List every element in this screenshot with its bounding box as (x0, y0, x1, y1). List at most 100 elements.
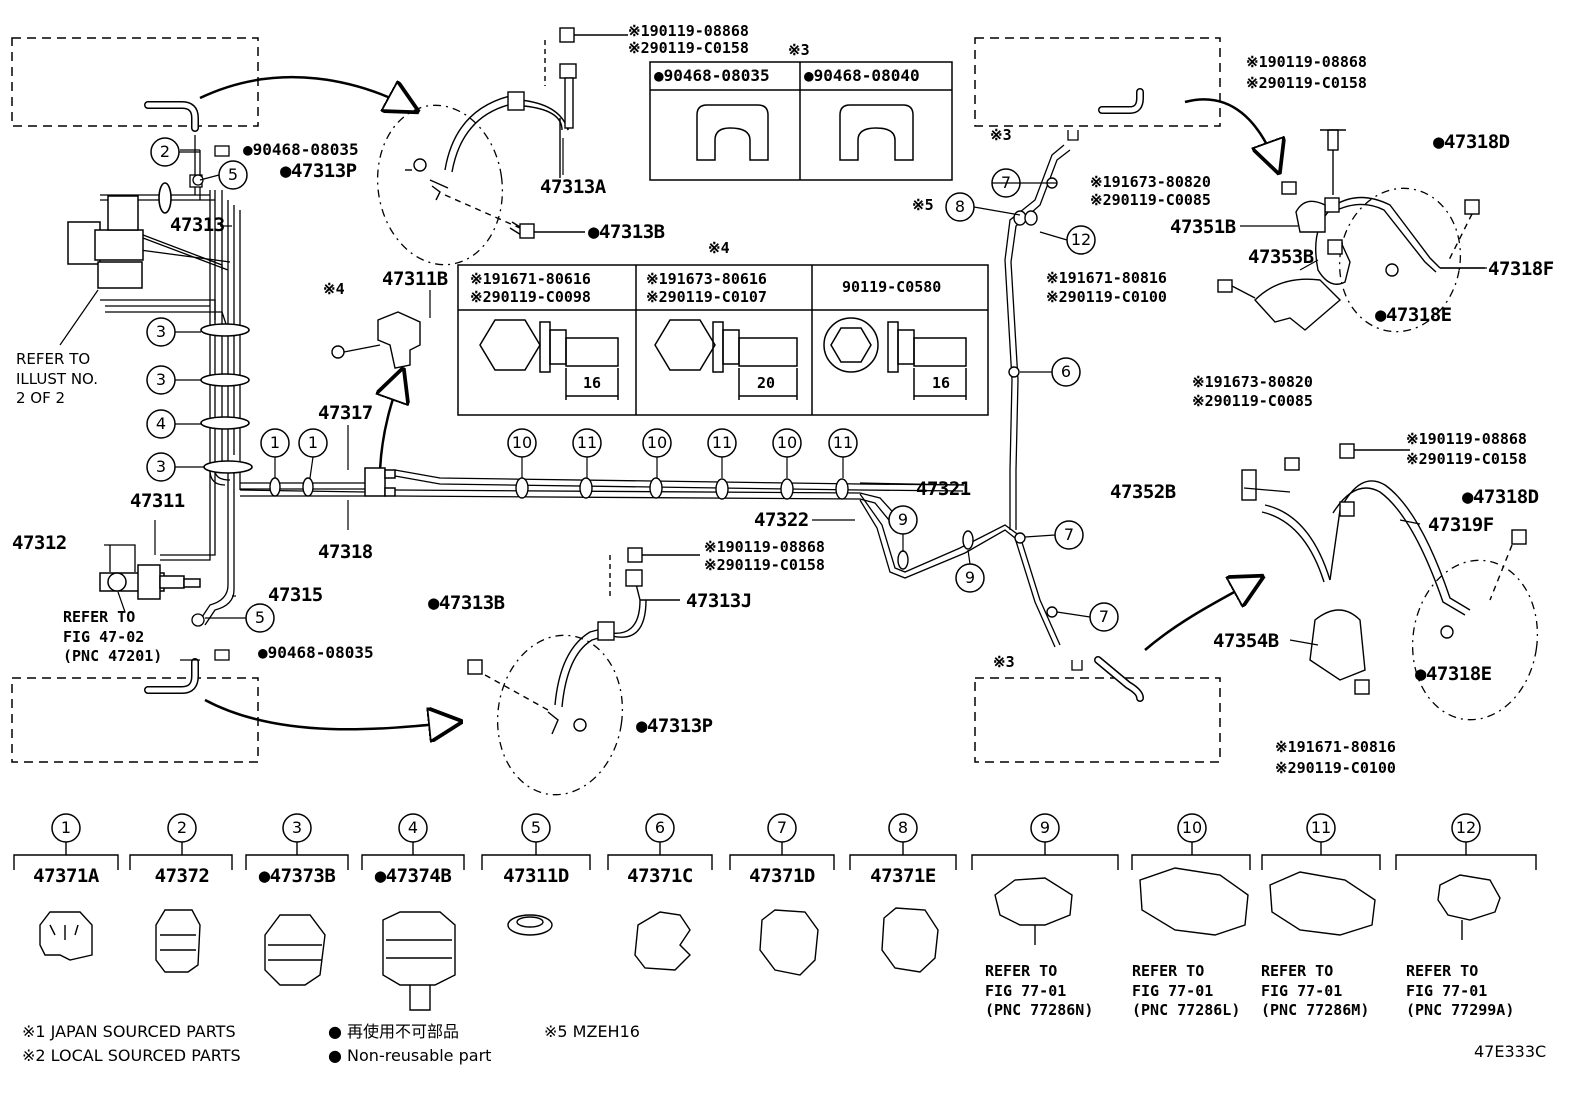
legend-number: 12 (1455, 818, 1477, 837)
bolt-callout: ※290119-C0100 (1275, 759, 1396, 777)
ref-number: 10 (646, 433, 668, 452)
part-label-47351B: 47351B (1170, 216, 1236, 238)
footer-note: ※1 JAPAN SOURCED PARTS (22, 1022, 236, 1041)
legend-part-label: 47371D (749, 865, 815, 887)
legend-clip-drawings (39, 867, 1501, 1011)
mark-note: ※4 (323, 280, 345, 298)
outline-box-bottom-left (11, 677, 259, 763)
legend-number: 11 (1310, 818, 1332, 837)
ref-number: 11 (832, 433, 854, 452)
legend-number: 2 (176, 818, 188, 837)
part-label-47321: 47321 (916, 478, 971, 500)
bolt-dimension: 16 (932, 374, 951, 392)
legend-part-label: ●47374B (374, 865, 452, 887)
part-label-90468-top: ●90468-08035 (243, 140, 359, 159)
part-label-47313B-bottom: ●47313B (428, 592, 505, 614)
diagram-code: 47E333C (1474, 1042, 1547, 1061)
outline-box-top-left (11, 37, 259, 127)
bolt-callout: ※290119-C0158 (1246, 74, 1367, 92)
bolt-dimension: 16 (583, 374, 602, 392)
legend-part-label: 47372 (154, 865, 210, 887)
legend-part-label: 47371A (33, 865, 99, 887)
ref-number: 7 (1098, 607, 1110, 626)
part-label-47322: 47322 (754, 509, 809, 531)
part-label-47313P-top: ●47313P (280, 160, 357, 182)
part-label-47313P-bottom: ●47313P (636, 715, 713, 737)
footer-note: ※5 MZEH16 (544, 1022, 640, 1041)
part-label-47352B: 47352B (1110, 481, 1176, 503)
legend-number: 5 (530, 818, 542, 837)
part-label-47319F: 47319F (1428, 514, 1494, 536)
mark-note: ※3 (993, 653, 1015, 671)
mark-note: ※3 (990, 126, 1012, 144)
legend-part-label: ●47373B (258, 865, 336, 887)
ref-number: 11 (576, 433, 598, 452)
refer-note-fig4702: REFER TO FIG 47-02 (PNC 47201) (63, 608, 163, 665)
bolt-callout: ※290119-C0085 (1090, 191, 1211, 209)
part-label-47318D-top: ●47318D (1433, 131, 1510, 153)
arrow-bottom-left (204, 698, 458, 729)
arrow-up-47311B (380, 372, 402, 471)
bolt-callout: ※290119-C0158 (704, 556, 825, 574)
brake-tube-bundle-vertical (160, 190, 241, 626)
legend-number: 7 (776, 818, 788, 837)
ref-number: 10 (776, 433, 798, 452)
legend-number: 10 (1181, 818, 1203, 837)
bolt-callout: ※290119-C0100 (1046, 288, 1167, 306)
footer-note: ● Non-reusable part (328, 1046, 492, 1065)
ref-number: 3 (155, 370, 167, 389)
ref-number: 6 (1060, 362, 1072, 381)
part-label-47318F: 47318F (1488, 258, 1554, 280)
legend-number: 1 (60, 818, 72, 837)
legend-number: 4 (407, 818, 419, 837)
part-label-47318D-bottom: ●47318D (1462, 486, 1539, 508)
junction-block-47313 (67, 195, 144, 289)
bolt-table-header: ※191671-80616 (470, 270, 591, 288)
clip-table-header: ●90468-08040 (804, 66, 920, 85)
legend-number: 6 (654, 818, 666, 837)
ref-number: 3 (155, 322, 167, 341)
part-label-47353B: 47353B (1248, 246, 1314, 268)
ref-number: 11 (711, 433, 733, 452)
part-label-47312: 47312 (12, 532, 67, 554)
bolt-table-header: 90119-C0580 (842, 278, 942, 296)
legend-refer-note: REFER TO FIG 77-01 (PNC 77286N) (985, 962, 1094, 1019)
part-label-47315: 47315 (268, 584, 323, 606)
ref-number: 9 (964, 568, 976, 587)
legend-brackets (13, 840, 1537, 870)
bolt-table (457, 264, 989, 416)
ref-number: 8 (954, 197, 966, 216)
footer-note: ※2 LOCAL SOURCED PARTS (22, 1046, 241, 1065)
part-label-47318E-top: ●47318E (1375, 304, 1452, 326)
arrow-top-left (199, 75, 415, 110)
bolt-callout: ※191673-80820 (1192, 373, 1313, 391)
arrow-top-right (1184, 98, 1278, 170)
brake-tube-horizontal (239, 469, 964, 526)
bolt-table-header: ※191673-80616 (646, 270, 767, 288)
bracket-47311B (331, 311, 421, 369)
ref-number: 2 (159, 142, 171, 161)
outline-box-bottom-right (974, 677, 1221, 763)
part-label-47318: 47318 (318, 541, 373, 563)
part-label-47313A: 47313A (540, 176, 606, 198)
clip-table-header: ●90468-08035 (654, 66, 770, 85)
clip-table (649, 61, 953, 181)
part-label-47318E-bottom: ●47318E (1415, 663, 1492, 685)
ref-number: 5 (227, 165, 239, 184)
part-label-47313: 47313 (170, 214, 225, 236)
part-label-47317: 47317 (318, 402, 373, 424)
bolt-callout: ※191671-80816 (1046, 269, 1167, 287)
refer-note-illust: REFER TO ILLUST NO. 2 OF 2 (16, 350, 99, 407)
bolt-callout: ※290119-C0085 (1192, 392, 1313, 410)
ref-number: 1 (269, 433, 281, 452)
legend-number: 8 (897, 818, 909, 837)
legend-refer-note: REFER TO FIG 77-01 (PNC 77286L) (1132, 962, 1241, 1019)
bolt-callout: ※191673-80820 (1090, 173, 1211, 191)
bolt-table-header: ※290119-C0098 (470, 288, 591, 306)
bolt-callout: ※190119-08868 (1406, 430, 1527, 448)
bolt-callout: ※191671-80816 (1275, 738, 1396, 756)
part-label-47311B: 47311B (382, 268, 448, 290)
ref-number: 7 (1000, 173, 1012, 192)
footer-note: ● 再使用不可部品 (328, 1022, 460, 1041)
